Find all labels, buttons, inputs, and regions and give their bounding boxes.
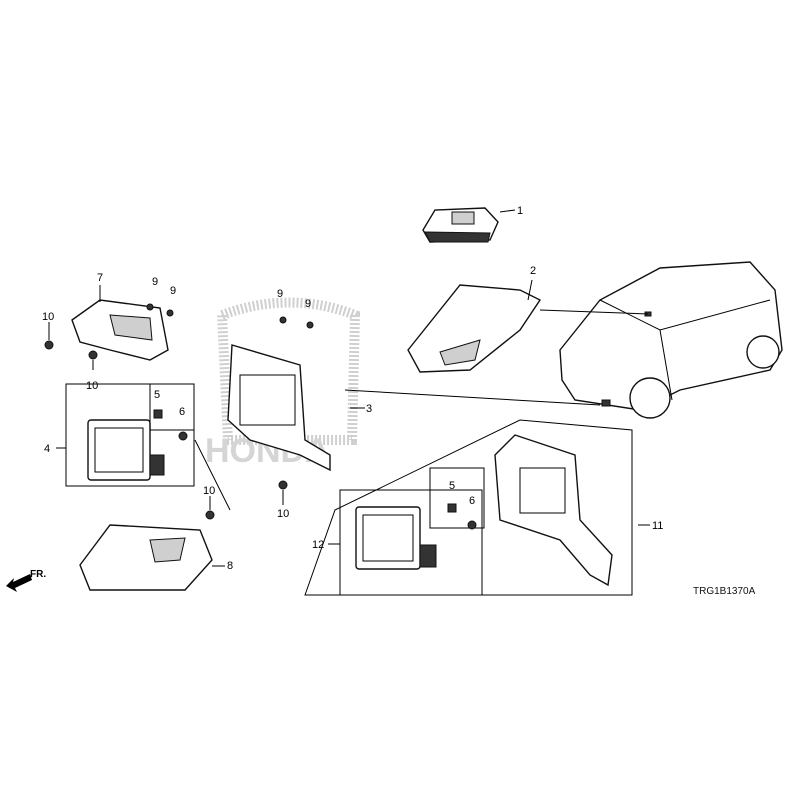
drawing-code: TRG1B1370A [693, 586, 756, 597]
callout-6[interactable]: 6 [469, 495, 475, 507]
front-direction-arrow: FR. [6, 569, 46, 592]
callout-9[interactable]: 9 [305, 298, 311, 310]
part-3-bracket[interactable] [227, 344, 331, 472]
vehicle-illustration [559, 261, 783, 419]
part-8-pad[interactable] [79, 524, 213, 591]
callout-5[interactable]: 5 [449, 480, 455, 492]
callout-9[interactable]: 9 [152, 276, 158, 288]
callout-7[interactable]: 7 [97, 272, 103, 284]
callout-4[interactable]: 4 [44, 443, 50, 455]
callout-9[interactable]: 9 [170, 285, 176, 297]
callout-3[interactable]: 3 [366, 403, 372, 415]
part-5-6-group-box-right [429, 467, 485, 529]
part-7-shield[interactable] [71, 299, 169, 361]
part-12-group-box [339, 489, 483, 596]
callout-2[interactable]: 2 [530, 265, 536, 277]
callout-9[interactable]: 9 [277, 288, 283, 300]
fasteners [44, 303, 477, 530]
part-11-bracket[interactable] [494, 434, 613, 587]
arrow-icon [6, 574, 32, 592]
callout-10[interactable]: 10 [42, 311, 54, 323]
callout-10[interactable]: 10 [277, 508, 289, 520]
callout-6[interactable]: 6 [179, 406, 185, 418]
callout-8[interactable]: 8 [227, 560, 233, 572]
part-4-group-box [65, 383, 195, 487]
callout-12[interactable]: 12 [312, 539, 324, 551]
callout-10[interactable]: 10 [86, 380, 98, 392]
callout-11[interactable]: 11 [652, 520, 663, 532]
callout-5[interactable]: 5 [154, 389, 160, 401]
part-5-6-group-box [149, 383, 195, 431]
front-label: FR. [30, 569, 46, 580]
callout-1[interactable]: 1 [517, 205, 523, 217]
leader-lines [48, 209, 650, 567]
part-11-group-box [304, 419, 633, 596]
part-4-radar-unit[interactable] [87, 419, 165, 481]
part-12-radar-unit[interactable] [355, 506, 437, 570]
part-1-camera-unit[interactable] [422, 207, 499, 243]
callout-10[interactable]: 10 [203, 485, 215, 497]
part-2-camera-cover[interactable] [407, 284, 542, 373]
